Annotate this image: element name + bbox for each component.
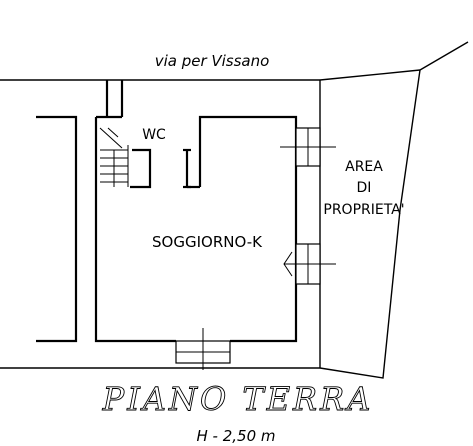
window-bottom xyxy=(175,328,231,370)
street-label: via per Vissano xyxy=(155,52,270,70)
window-right-upper xyxy=(280,127,336,167)
staircase xyxy=(99,127,129,187)
property-boundary xyxy=(319,69,421,379)
plan-subtitle: H - 2,50 m xyxy=(196,427,275,445)
room-main-label: SOGGIORNO-K xyxy=(152,233,263,251)
neighbour-building xyxy=(36,115,78,343)
area-label-line1: AREA xyxy=(345,159,383,175)
street-boundary xyxy=(0,41,469,81)
chimney xyxy=(105,80,124,117)
area-label-line2: DI xyxy=(357,180,372,196)
door-right-entrance xyxy=(283,243,336,285)
building-walls xyxy=(94,115,298,343)
room-wc-label: WC xyxy=(142,127,166,143)
plan-title: PIANO TERRA xyxy=(102,380,374,418)
area-label-line3: PROPRIETA' xyxy=(323,202,404,218)
wc-partition xyxy=(130,148,191,189)
